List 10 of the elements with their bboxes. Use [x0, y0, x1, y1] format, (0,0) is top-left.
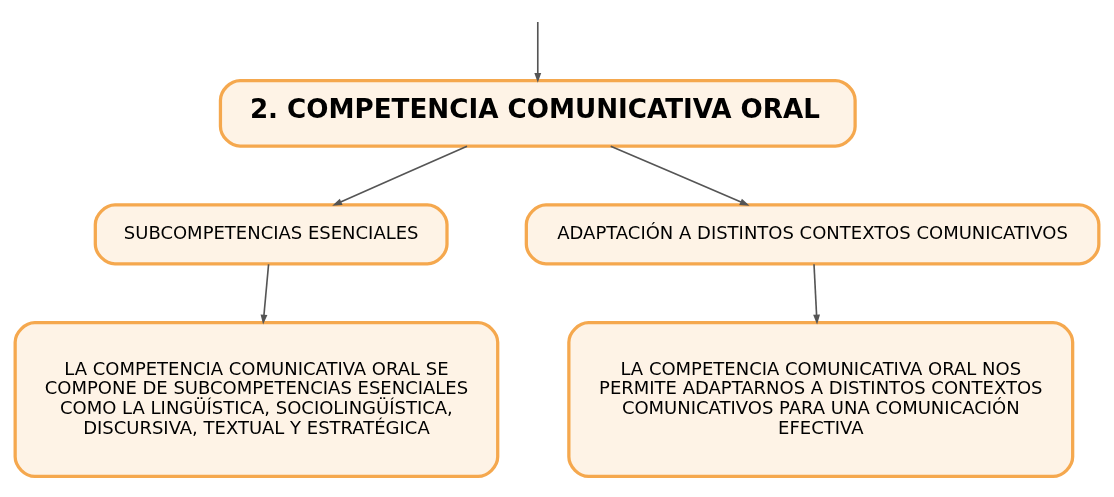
node-box: LA COMPETENCIA COMUNICATIVA ORAL SE COMPONE DE SUBCOMPETENCIAS ESENCIALES COMO LA LINGÜÍSTICA, SOCIOLINGÜÍSTICA, DISCURSIVA, TEXTUAL Y ESTRATÉGICA — [13, 321, 500, 479]
arrow — [332, 145, 468, 206]
node-box: 2. COMPETENCIA COMUNICATIVA ORAL — [218, 78, 857, 148]
node-box: LA COMPETENCIA COMUNICATIVA ORAL NOS PERMITE ADAPTARNOS A DISTINTOS CONTEXTOS COMUNICATIVOS PARA UNA COMUNICACIÓN EFECTIVA — [567, 321, 1075, 479]
arrow — [534, 21, 542, 83]
node-box: SUBCOMPETENCIAS ESENCIALES — [93, 203, 449, 266]
arrow — [813, 263, 820, 325]
node-box: ADAPTACIÓN A DISTINTOS CONTEXTOS COMUNICATIVOS — [524, 203, 1101, 266]
arrow — [260, 263, 270, 325]
arrow — [609, 145, 750, 206]
